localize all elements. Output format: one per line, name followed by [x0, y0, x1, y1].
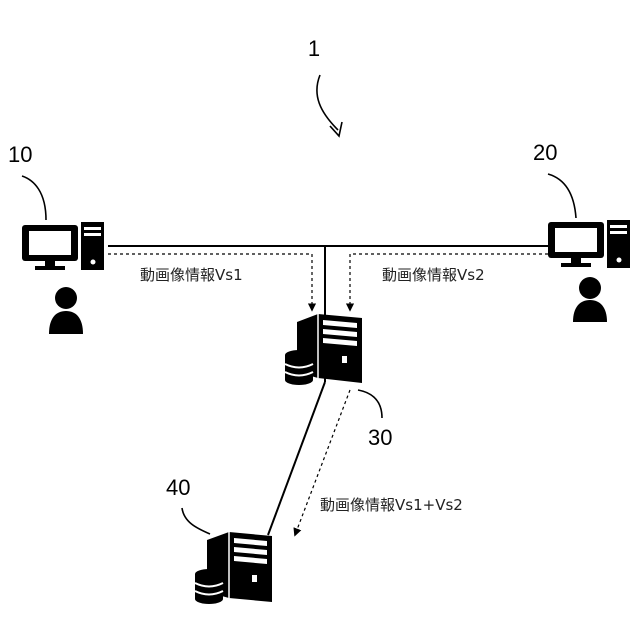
- user-icon: [49, 287, 83, 334]
- server-40: 40: [166, 475, 272, 604]
- server-30-ref: 30: [368, 425, 392, 450]
- system-ref: 1: [308, 36, 342, 136]
- database-icon: [285, 350, 313, 385]
- terminal-20-leader: [548, 174, 576, 218]
- user-icon: [573, 277, 607, 322]
- system-ref-number: 1: [308, 36, 320, 61]
- terminal-10: 10: [8, 142, 104, 334]
- server-link-line: [268, 382, 325, 535]
- computer-icon: [22, 222, 104, 270]
- flow-vs2-label: 動画像情報Vs2: [382, 266, 485, 284]
- terminal-20: 20: [533, 140, 630, 322]
- computer-icon: [548, 220, 630, 268]
- server-30: 30: [285, 314, 392, 450]
- server-40-ref: 40: [166, 475, 190, 500]
- database-icon: [195, 569, 223, 604]
- terminal-20-ref: 20: [533, 140, 557, 165]
- server-40-leader: [182, 508, 210, 534]
- flow-vs1-label: 動画像情報Vs1: [140, 266, 243, 284]
- terminal-10-ref: 10: [8, 142, 32, 167]
- system-ref-arrow: [317, 75, 338, 130]
- flow-vs12-label: 動画像情報Vs1+Vs2: [320, 496, 463, 514]
- server-30-leader: [358, 390, 382, 418]
- terminal-10-leader: [22, 176, 46, 220]
